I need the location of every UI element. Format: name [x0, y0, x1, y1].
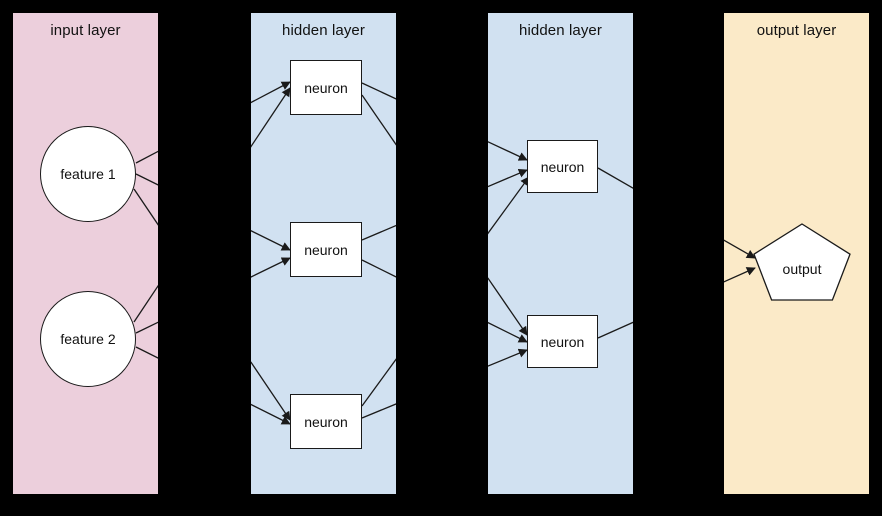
edge-f1-h1n1: [251, 81, 291, 104]
layer-hidden-layer-2: hidden layer neuron neuron: [488, 13, 633, 494]
edge-h2n1-output: [597, 167, 633, 189]
edge-f1-h1n3: [133, 188, 158, 226]
node-label-hidden-2-neuron-2: neuron: [540, 333, 585, 350]
node-hidden-1-neuron-3[interactable]: neuron: [290, 394, 362, 449]
layer-input-layer: input layer feature 1 feature 2: [13, 13, 158, 494]
node-hidden-1-neuron-1[interactable]: neuron: [290, 60, 362, 115]
node-label-hidden-2-neuron-1: neuron: [540, 158, 585, 175]
node-output-node[interactable]: output: [753, 223, 851, 301]
edge-h1n2-h2n1: [488, 169, 528, 188]
layer-title-hidden-layer-1: hidden layer: [282, 22, 365, 39]
node-hidden-1-neuron-2[interactable]: neuron: [290, 222, 362, 277]
edge-h1n3-h2n1: [488, 176, 530, 235]
edge-h2n2-output: [724, 267, 756, 283]
edge-f1-h1n2: [251, 230, 291, 251]
edge-h1n3-h2n2: [488, 348, 528, 367]
edge-h1n2-h2n2: [488, 321, 528, 343]
node-feature-1[interactable]: feature 1: [40, 126, 136, 222]
layer-output-layer: output layer output: [724, 13, 869, 494]
node-label-output-node: output: [782, 261, 822, 278]
edge-h1n1-h2n1: [361, 82, 396, 100]
edge-h2n2-output: [597, 321, 633, 339]
layer-title-output-layer: output layer: [756, 22, 837, 39]
edge-f1-h1n2: [135, 173, 158, 186]
node-hidden-2-neuron-2[interactable]: neuron: [527, 315, 598, 368]
edge-h1n3-h2n1: [361, 358, 396, 407]
pentagon-shape: [753, 223, 851, 301]
edge-h1n3-h2n2: [361, 403, 396, 419]
edge-f1-h1n1: [135, 150, 158, 164]
edge-h1n1-h2n1: [488, 141, 528, 161]
node-feature-2[interactable]: feature 2: [40, 291, 136, 387]
edge-f2-h1n1: [251, 87, 291, 148]
edge-h2n1-output: [724, 239, 756, 259]
node-label-hidden-1-neuron-2: neuron: [304, 241, 348, 258]
layer-title-input-layer: input layer: [50, 22, 121, 39]
edge-h1n1-h2n2: [361, 94, 396, 146]
node-label-hidden-1-neuron-1: neuron: [304, 79, 348, 96]
edges-input-layer: [133, 150, 158, 359]
node-label-hidden-1-neuron-3: neuron: [304, 413, 348, 430]
edge-h1n2-h2n2: [361, 259, 396, 278]
layer-hidden-layer-1: hidden layer neuron neuron neuron: [251, 13, 396, 494]
edge-f2-h1n2: [251, 257, 291, 278]
edges-hidden-layer-2: [488, 141, 633, 367]
layer-title-hidden-layer-2: hidden layer: [519, 22, 602, 39]
edge-f2-h1n3: [135, 346, 158, 359]
node-hidden-2-neuron-1[interactable]: neuron: [527, 140, 598, 193]
edge-f2-h1n3: [251, 403, 291, 425]
edge-f2-h1n1: [133, 284, 158, 323]
edge-f2-h1n2: [135, 321, 158, 334]
edge-f1-h1n3: [251, 361, 291, 421]
edge-h1n2-h2n1: [361, 224, 396, 241]
edge-h1n1-h2n2: [488, 277, 528, 336]
node-label-feature-1: feature 1: [60, 166, 116, 182]
node-label-feature-2: feature 2: [60, 331, 116, 347]
